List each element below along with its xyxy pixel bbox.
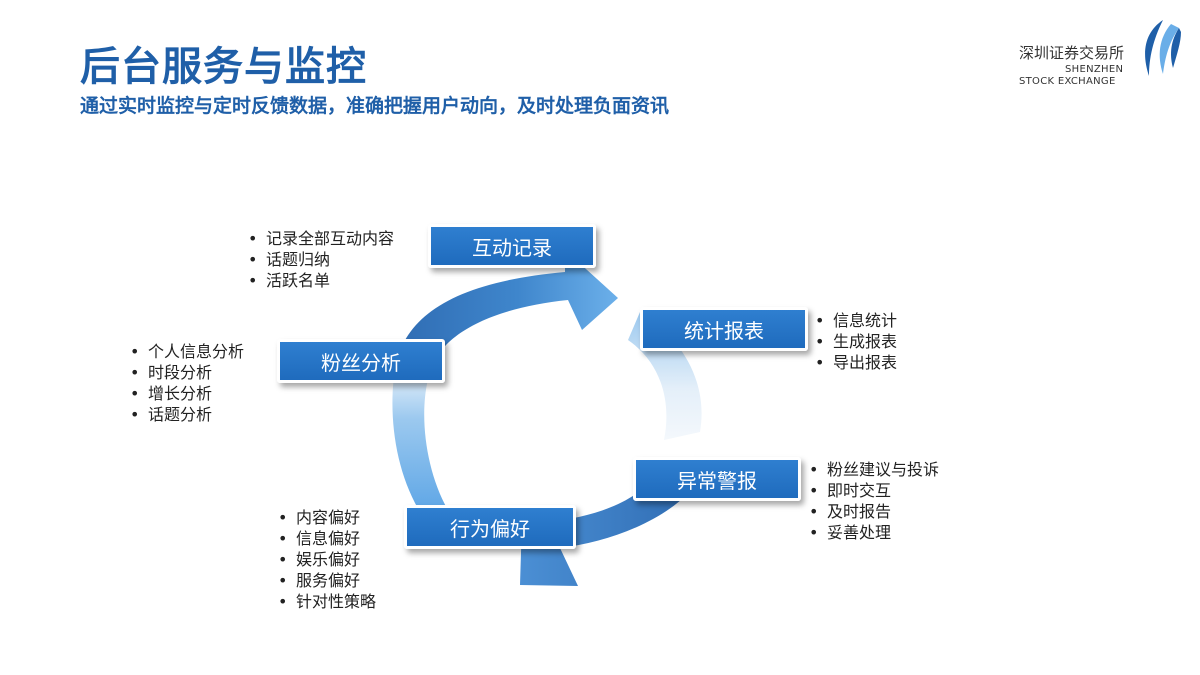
- list-item: 服务偏好: [278, 570, 376, 591]
- bullets-anomaly-alert: 粉丝建议与投诉 即时交互 及时报告 妥善处理: [809, 459, 939, 543]
- list-item: 及时报告: [809, 501, 939, 522]
- list-item: 导出报表: [815, 352, 897, 373]
- node-behavior-preference[interactable]: 行为偏好: [404, 505, 576, 549]
- list-item: 话题归纳: [248, 249, 394, 270]
- list-item: 即时交互: [809, 480, 939, 501]
- list-item: 粉丝建议与投诉: [809, 459, 939, 480]
- logo-text-cn: 深圳证券交易所: [1019, 44, 1125, 62]
- list-item: 时段分析: [130, 362, 244, 383]
- bullets-behavior-preference: 内容偏好 信息偏好 娱乐偏好 服务偏好 针对性策略: [278, 507, 376, 612]
- list-item: 信息偏好: [278, 528, 376, 549]
- cycle-arrow-top: [395, 250, 618, 372]
- list-item: 话题分析: [130, 404, 244, 425]
- node-interaction-records[interactable]: 互动记录: [428, 224, 596, 268]
- list-item: 活跃名单: [248, 270, 394, 291]
- list-item: 妥善处理: [809, 522, 939, 543]
- bullets-interaction-records: 记录全部互动内容 话题归纳 活跃名单: [248, 228, 394, 291]
- logo-text-en-1: SHENZHEN: [1065, 64, 1124, 75]
- list-item: 记录全部互动内容: [248, 228, 394, 249]
- page-subtitle: 通过实时监控与定时反馈数据，准确把握用户动向，及时处理负面资讯: [80, 95, 670, 117]
- szse-logo: 深圳证券交易所 SHENZHEN STOCK EXCHANGE: [1015, 18, 1185, 90]
- node-anomaly-alert[interactable]: 异常警报: [633, 457, 801, 501]
- node-statistics-report[interactable]: 统计报表: [640, 307, 808, 351]
- page-title: 后台服务与监控: [80, 44, 367, 90]
- bullets-fan-analysis: 个人信息分析 时段分析 增长分析 话题分析: [130, 341, 244, 425]
- bullets-statistics-report: 信息统计 生成报表 导出报表: [815, 310, 897, 373]
- list-item: 针对性策略: [278, 591, 376, 612]
- list-item: 娱乐偏好: [278, 549, 376, 570]
- list-item: 内容偏好: [278, 507, 376, 528]
- node-fan-analysis[interactable]: 粉丝分析: [277, 339, 445, 383]
- list-item: 增长分析: [130, 383, 244, 404]
- logo-text-en-2: STOCK EXCHANGE: [1019, 76, 1116, 87]
- list-item: 生成报表: [815, 331, 897, 352]
- szse-emblem-icon: [1145, 20, 1181, 76]
- list-item: 信息统计: [815, 310, 897, 331]
- list-item: 个人信息分析: [130, 341, 244, 362]
- cycle-arrow-left: [392, 368, 448, 512]
